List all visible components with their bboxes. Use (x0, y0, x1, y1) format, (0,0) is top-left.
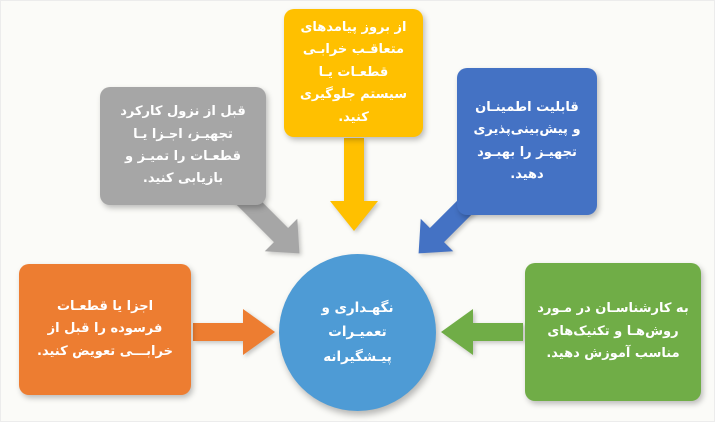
callout-train-experts: به کارشناسـان در مـورد روش‌هـا و تکنیک‌ه… (525, 263, 701, 401)
center-circle-text: نگهـداری و تعمیـرات پیـشگیرانه (321, 300, 394, 365)
right-arrow-icon (193, 309, 275, 355)
left-arrow-icon (441, 309, 523, 355)
center-circle-preventive-maintenance: نگهـداری و تعمیـرات پیـشگیرانه (279, 254, 436, 411)
callout-prevent-failure-consequences: از بروز پیامدهای متعاقـب خرابـی قطعـات ی… (284, 9, 423, 137)
callout-text: قبل از نزول کارکرد تجهیـز، اجـزا یـا قطع… (120, 104, 246, 187)
callout-text: از بروز پیامدهای متعاقـب خرابـی قطعـات ی… (299, 20, 408, 125)
callout-improve-reliability: قابلیت اطمینـان و پیش‌بینی‌پذیری تجهیـز … (457, 68, 597, 215)
callout-text: اجزا یا قطعـات فرسوده را قبل از خرابـــی… (37, 298, 173, 359)
callout-text: به کارشناسـان در مـورد روش‌هـا و تکنیک‌ه… (537, 301, 689, 362)
callout-clean-restore-parts: قبل از نزول کارکرد تجهیـز، اجـزا یـا قطع… (100, 87, 266, 205)
callout-replace-worn-parts: اجزا یا قطعـات فرسوده را قبل از خرابـــی… (19, 264, 191, 395)
callout-text: قابلیت اطمینـان و پیش‌بینی‌پذیری تجهیـز … (473, 99, 581, 182)
down-arrow-icon (330, 138, 378, 231)
